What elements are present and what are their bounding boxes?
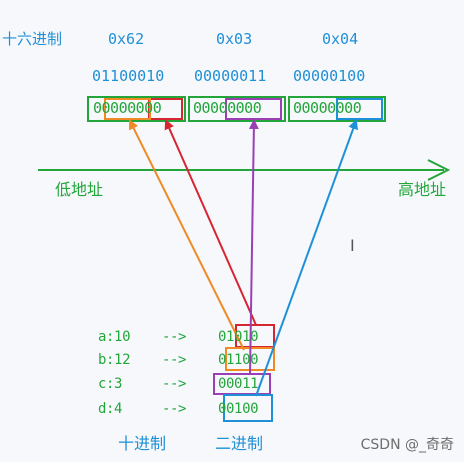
binary-value-2: 00000011 [194, 67, 267, 85]
hex-value-1: 0x62 [108, 30, 145, 48]
hex-header-label: 十六进制 [2, 30, 63, 48]
hex-value-2: 0x03 [216, 30, 253, 48]
storage-highlight-b [104, 98, 151, 120]
text-cursor-icon: I [350, 236, 355, 255]
storage-box-byte-3 [288, 96, 386, 122]
field-label-d: d:4 [98, 401, 123, 417]
watermark: CSDN @_奇奇 [360, 437, 454, 453]
decimal-label: 十进制 [118, 434, 167, 453]
address-axis-arrowhead [427, 159, 451, 181]
field-arrow-d: --> [162, 401, 187, 417]
storage-segment-3: 00000000 [293, 99, 362, 117]
storage-segment-1: 00000000 [93, 99, 162, 117]
storage-segment-2: 00000000 [193, 99, 262, 117]
field-box-d [223, 394, 273, 422]
field-label-c: c:3 [98, 376, 123, 392]
binary-value-1: 01100010 [92, 67, 165, 85]
field-binary-d: 00100 [218, 401, 259, 417]
arrow-c-to-storage [248, 119, 259, 375]
field-arrow-b: --> [162, 352, 187, 368]
low-address-label: 低地址 [55, 180, 104, 199]
field-binary-c: 00011 [218, 376, 259, 392]
field-label-b: b:12 [98, 352, 131, 368]
storage-box-byte-2 [188, 96, 286, 122]
storage-highlight-c [225, 98, 282, 120]
hex-value-3: 0x04 [322, 30, 359, 48]
field-label-a: a:10 [98, 329, 131, 345]
field-binary-a: 01010 [218, 329, 259, 345]
binary-value-3: 00000100 [293, 67, 366, 85]
field-binary-b: 01100 [218, 352, 259, 368]
arrow-a-to-storage [164, 119, 257, 326]
field-arrow-c: --> [162, 376, 187, 392]
binary-label: 二进制 [215, 434, 264, 453]
high-address-label: 高地址 [398, 180, 447, 199]
arrow-d-to-storage [255, 119, 358, 397]
field-arrow-a: --> [162, 329, 187, 345]
arrow-b-to-storage [129, 119, 245, 351]
storage-highlight-d [336, 98, 383, 120]
